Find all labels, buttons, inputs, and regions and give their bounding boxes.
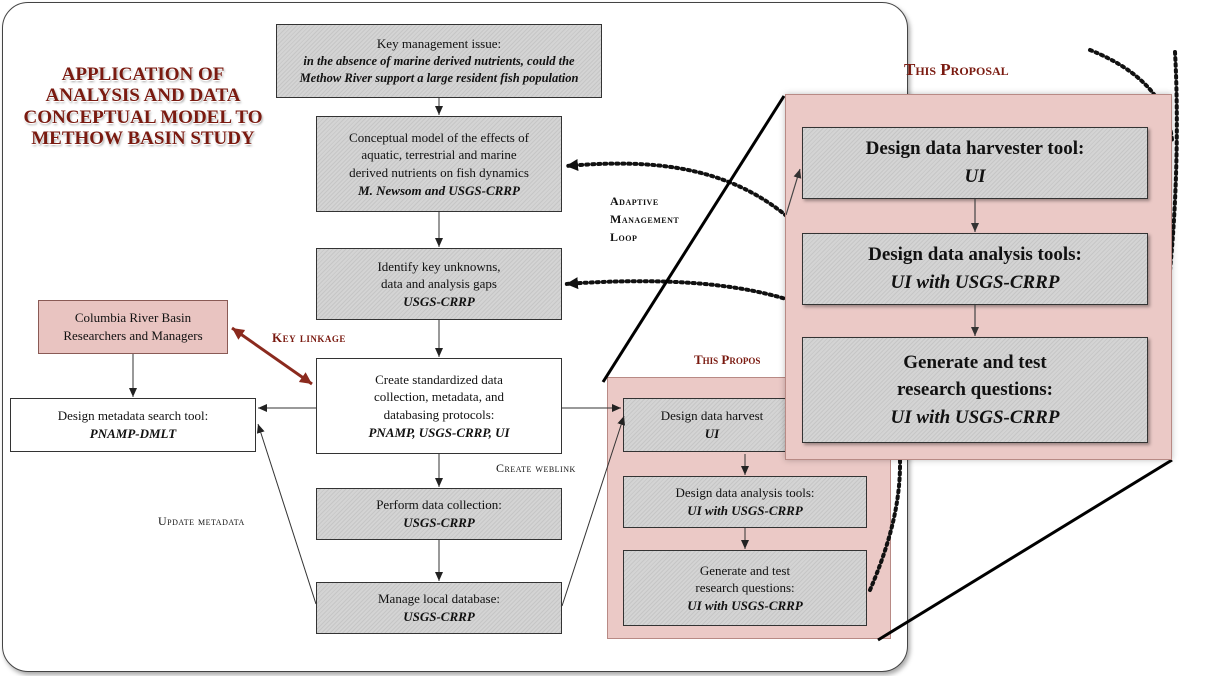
diagram-title: APPLICATION OF ANALYSIS AND DATA CONCEPT… [8, 64, 278, 149]
perform-data-collection-box: Perform data collection: USGS-CRRP [316, 488, 562, 540]
perform-line-1: Perform data collection: [376, 497, 502, 513]
zoom-generate-line-1: Generate and test [903, 351, 1047, 373]
zoom-projection-line-top [601, 95, 786, 383]
zoom-harvester-line-1: Design data harvester tool: [865, 138, 1085, 160]
zoom-harvester-authors: UI [964, 166, 986, 187]
adaptive-management-loop-label: Adaptive Management Loop [610, 192, 679, 246]
conceptual-model-line-3: derived nutrients on fish dynamics [349, 165, 529, 180]
title-line-4: METHOW BASIN STUDY [31, 127, 255, 149]
standardized-line-2: collection, metadata, and [374, 389, 504, 405]
zoom-generate-line-2: research questions: [896, 379, 1054, 401]
adaptive-label-line-3: Loop [610, 230, 638, 244]
title-line-1: APPLICATION OF [61, 64, 225, 85]
zoom-analysis-box: Design data analysis tools: UI with USGS… [802, 233, 1148, 305]
zoom-analysis-authors: UI with USGS-CRRP [890, 272, 1060, 293]
zoom-analysis-line-1: Design data analysis tools: [868, 244, 1082, 266]
identify-line-2: data and analysis gaps [381, 276, 497, 292]
key-issue-box: Key management issue: in the absence of … [276, 24, 602, 98]
proposal-zoom-panel: Design data harvester tool: UI Design da… [785, 94, 1172, 460]
key-issue-text-2: Methow River support a large resident fi… [299, 70, 579, 85]
manage-local-database-box: Manage local database: USGS-CRRP [316, 582, 562, 634]
key-issue-heading: Key management issue: [376, 36, 502, 52]
small-analysis-line-1: Design data analysis tools: [675, 485, 815, 501]
conceptual-model-box: Conceptual model of the effects of aquat… [316, 116, 562, 212]
conceptual-model-line-2: aquatic, terrestrial and marine [361, 147, 517, 163]
metadata-search-tool-box: Design metadata search tool: PNAMP-DMLT [10, 398, 256, 452]
small-harvester-line-1: Design data harvest [660, 408, 764, 424]
small-analysis-box: Design data analysis tools: UI with USGS… [623, 476, 867, 528]
perform-authors: USGS-CRRP [403, 515, 475, 530]
columbia-line-2: Researchers and Managers [63, 328, 203, 343]
zoom-generate-authors: UI with USGS-CRRP [890, 406, 1060, 428]
identify-line-1: Identify key unknowns, [377, 258, 501, 274]
manage-authors: USGS-CRRP [403, 609, 475, 624]
identify-unknowns-box: Identify key unknowns, data and analysis… [316, 248, 562, 320]
key-issue-text-1: in the absence of marine derived nutrien… [303, 53, 575, 68]
update-metadata-label: Update metadata [158, 514, 245, 528]
small-analysis-authors: UI with USGS-CRRP [687, 503, 803, 518]
conceptual-model-line-1: Conceptual model of the effects of [349, 129, 529, 145]
create-weblink-label: Create weblink [496, 461, 576, 475]
zoom-projection-line-bottom [877, 458, 1173, 642]
zoom-harvester-box: Design data harvester tool: UI [802, 127, 1148, 199]
small-harvester-authors: UI [704, 426, 720, 441]
columbia-researchers-box: Columbia River Basin Researchers and Man… [38, 300, 228, 354]
key-linkage-arrow [231, 326, 313, 386]
adaptive-loop-arrow-lower [564, 277, 808, 308]
standardized-line-3: databasing protocols: [383, 407, 495, 422]
zoom-generate-box: Generate and test research questions: UI… [802, 337, 1148, 443]
identify-authors: USGS-CRRP [403, 293, 475, 309]
arrow-update-metadata [256, 423, 317, 605]
title-line-2: ANALYSIS AND DATA [45, 85, 241, 107]
standardized-authors: PNAMP, USGS-CRRP, UI [368, 424, 510, 440]
small-generate-line-1: Generate and test [699, 562, 791, 578]
standardized-line-1: Create standardized data [375, 371, 503, 387]
standardized-protocols-box: Create standardized data collection, met… [316, 358, 562, 454]
manage-line-1: Manage local database: [378, 591, 500, 607]
metadata-search-line-1: Design metadata search tool: [57, 408, 209, 424]
columbia-line-1: Columbia River Basin [74, 310, 192, 326]
this-proposal-small-label: This Propos [694, 352, 761, 367]
small-harvester-box: Design data harvest UI [623, 398, 801, 452]
title-line-3: CONCEPTUAL MODEL TO [23, 106, 263, 128]
small-generate-authors: UI with USGS-CRRP [687, 597, 803, 613]
small-generate-line-2: research questions: [695, 580, 795, 596]
this-proposal-zoom-label: This Proposal [904, 60, 1009, 79]
conceptual-model-authors: M. Newsom and USGS-CRRP [358, 182, 520, 198]
adaptive-loop-arrow-upper [564, 159, 802, 230]
adaptive-label-line-1: Adaptive [610, 194, 659, 208]
arrow-create-weblink [561, 415, 626, 607]
adaptive-label-line-2: Management [610, 212, 680, 226]
small-generate-box: Generate and test research questions: UI… [623, 550, 867, 626]
metadata-search-authors: PNAMP-DMLT [89, 426, 177, 441]
